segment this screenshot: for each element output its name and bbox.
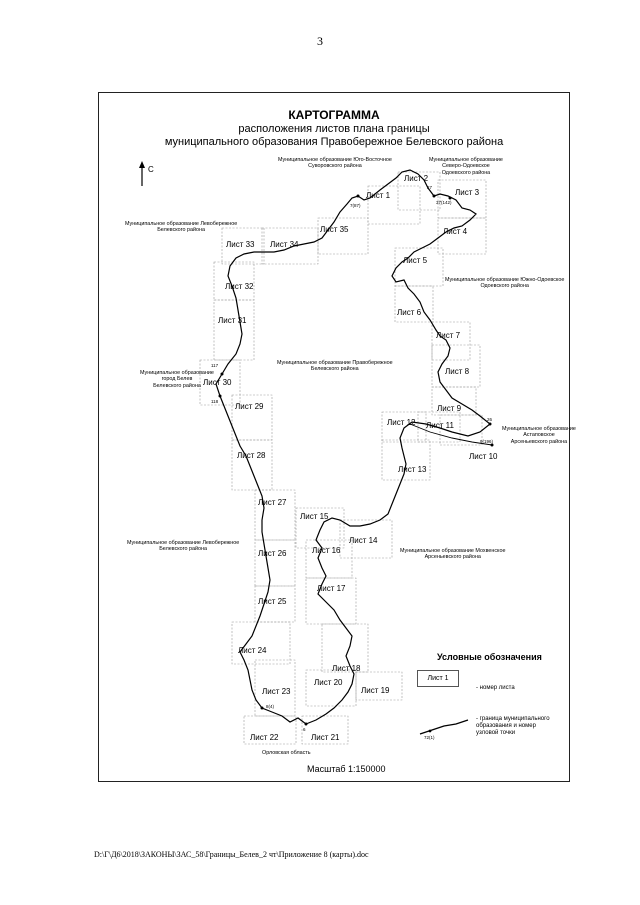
- sheet-label: Лист 16: [312, 546, 341, 555]
- sheet-label: Лист 28: [237, 451, 266, 460]
- sheet-label: Лист 35: [320, 225, 349, 234]
- sheet-label: Лист 4: [443, 227, 468, 236]
- file-path-footer: D:\Г\Д6\2018\ЗАКОНЫ\ЗАС_58\Границы_Белев…: [94, 850, 369, 859]
- legend-sheet-sample: Лист 1: [417, 670, 459, 687]
- sheet-label: Лист 9: [437, 404, 462, 413]
- node-number: 9(196): [480, 439, 494, 444]
- node-number: 37(142): [436, 200, 452, 205]
- map-subtitle-2: муниципального образования Правобережное…: [164, 136, 504, 148]
- map-frame: [98, 92, 570, 782]
- municipal-boundary: [215, 169, 491, 725]
- sheet-label: Лист 23: [262, 687, 291, 696]
- node-points: [218, 194, 494, 726]
- sheet-label: Лист 32: [225, 282, 254, 291]
- sheet-label: Лист 12: [387, 418, 416, 427]
- node-number: 117: [211, 363, 219, 368]
- sheet-label: Лист 15: [300, 512, 329, 521]
- sheet-label: Лист 3: [455, 188, 480, 197]
- sheet-label: Лист 5: [403, 256, 428, 265]
- sheet-label: Лист 11: [426, 421, 454, 430]
- north-arrow-icon: [139, 161, 145, 186]
- node-number: 8(4): [266, 704, 275, 709]
- sheet-label: Лист 1: [366, 191, 391, 200]
- boundary-extension: [409, 423, 493, 446]
- sheet-label: Лист 21: [311, 733, 340, 742]
- sheet-label: Лист 34: [270, 240, 299, 249]
- sheet-label: Лист 8: [445, 367, 470, 376]
- node-number: 118: [211, 399, 219, 404]
- sheet-label: Лист 33: [226, 240, 255, 249]
- legend-border-desc: - граница муниципального образования и н…: [476, 716, 550, 736]
- region-label-orel: Орловская область: [262, 750, 311, 756]
- sheet-label: Лист 7: [436, 331, 461, 340]
- sheet-label: Лист 6: [397, 308, 422, 317]
- map-title: КАРТОГРАММА: [288, 108, 380, 122]
- map-subtitle-1: расположения листов плана границы: [238, 123, 430, 135]
- node-number: 72(1): [424, 735, 435, 740]
- sheet-label: Лист 31: [218, 316, 247, 325]
- sheet-label: Лист 26: [258, 549, 287, 558]
- legend-title: Условные обозначения: [437, 652, 542, 662]
- sheet-label: Лист 13: [398, 465, 427, 474]
- legend-sheet-desc: - номер листа: [476, 685, 515, 691]
- sheet-label: Лист 19: [361, 686, 390, 695]
- page-number: 3: [317, 34, 323, 48]
- sheet-label: Лист 20: [314, 678, 343, 687]
- map-scale: Масштаб 1:150000: [307, 764, 386, 774]
- sheet-label: Лист 22: [250, 733, 279, 742]
- region-label-south-odoev: Муниципальное образование Южно-Одоевское…: [445, 277, 565, 290]
- sheet-grid: [199, 171, 487, 745]
- sheet-label: Лист 10: [469, 452, 498, 461]
- sheet-label: Лист 18: [332, 664, 361, 673]
- sheet-label: Лист 24: [238, 646, 267, 655]
- node-number: 26: [487, 417, 493, 422]
- sheet-label: Лист 25: [258, 597, 287, 606]
- node-number: 27: [427, 185, 433, 190]
- sheet-label: Лист 17: [317, 584, 346, 593]
- node-number: 6: [303, 727, 306, 732]
- node-number: 7(87): [350, 203, 361, 208]
- legend-boundary-icon: [419, 719, 469, 735]
- sheet-label: Лист 14: [349, 536, 378, 545]
- sheet-label: Лист 30: [203, 378, 232, 387]
- north-label: С: [148, 165, 154, 174]
- sheet-label: Лист 2: [404, 174, 429, 183]
- sheet-label: Лист 27: [258, 498, 287, 507]
- sheet-label: Лист 29: [235, 402, 264, 411]
